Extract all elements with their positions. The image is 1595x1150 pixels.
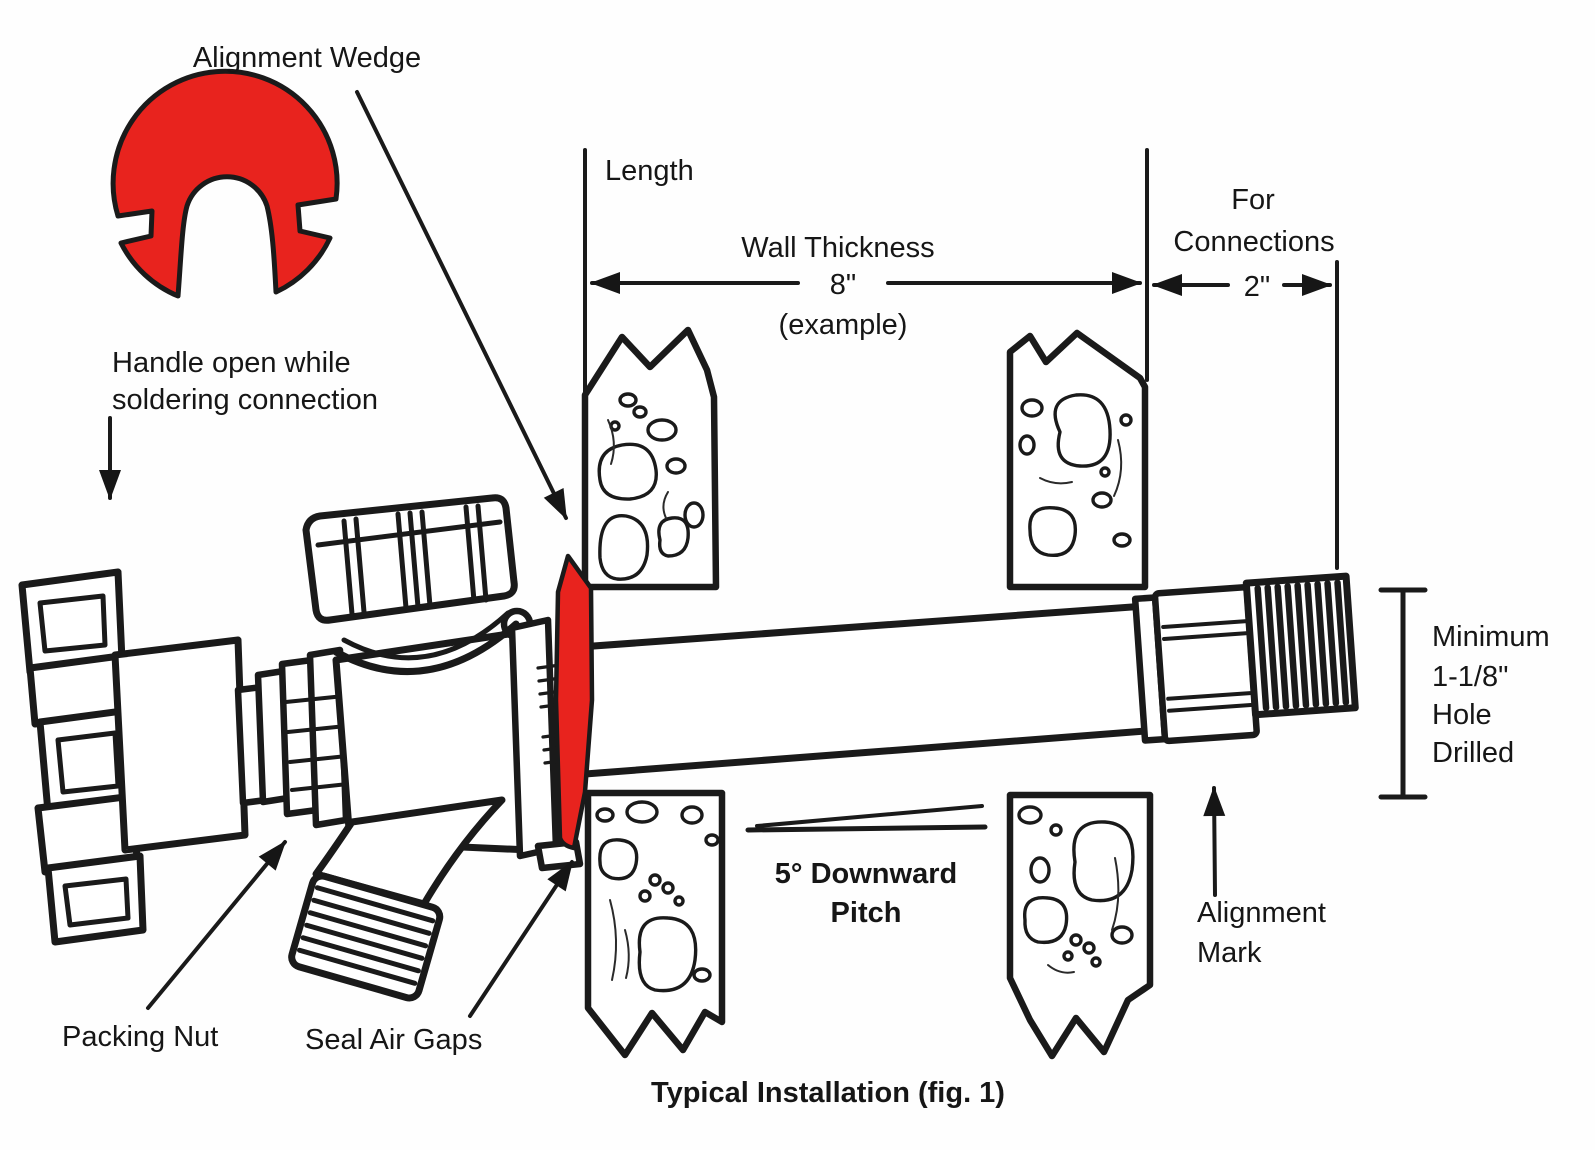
- min-hole-line2: 1-1/8": [1432, 661, 1508, 693]
- valve-dome: [332, 620, 520, 676]
- seal-air-gaps-label: Seal Air Gaps: [305, 1024, 482, 1056]
- wall-section-lower-right: [1006, 791, 1154, 1060]
- inlet-fitting: [1131, 572, 1359, 745]
- spout-neck: [312, 796, 506, 908]
- bonnet-nut: [302, 494, 518, 624]
- pitch-label-line2: Pitch: [831, 897, 902, 929]
- aggregate-texture-lower-left: [595, 800, 720, 993]
- wall-thickness-note: (example): [779, 309, 908, 341]
- handle-note-line2: soldering connection: [112, 384, 378, 416]
- alignment-mark-line1: Alignment: [1197, 897, 1326, 929]
- aggregate-texture-lower-right: [1017, 805, 1135, 974]
- wall-thickness-label: Wall Thickness: [741, 232, 934, 264]
- packing-nut-leader: [146, 840, 287, 1010]
- faucet-handle: [18, 568, 270, 946]
- packing-nut: [254, 646, 350, 829]
- wall-thickness-value: 8": [830, 269, 856, 301]
- wall-flange: [508, 616, 560, 860]
- leader-arrows: [99, 90, 1226, 1018]
- aggregate-texture-upper-right: [1018, 393, 1133, 558]
- hose-thread-spout: [288, 872, 444, 1002]
- alignment-mark-arrow: [1203, 786, 1226, 897]
- hole-size-indicator: [1378, 587, 1428, 800]
- pitch-angle-indicator: [745, 804, 988, 833]
- sillcock-valve: [18, 494, 595, 1002]
- alignment-wedge-label: Alignment Wedge: [193, 42, 421, 74]
- for-connections-line2: Connections: [1173, 226, 1334, 258]
- min-hole-line1: Minimum: [1432, 621, 1550, 653]
- aggregate-texture-upper-left: [597, 392, 705, 581]
- alignment-mark-line2: Mark: [1197, 937, 1262, 969]
- alignment-wedge-shape: [110, 68, 340, 299]
- length-label: Length: [605, 155, 694, 187]
- sillcock-tube: [562, 602, 1150, 779]
- wall-section-lower-left: [584, 789, 726, 1059]
- wall-section-upper-right: [1006, 329, 1149, 591]
- wall-section-upper-left: [581, 326, 720, 591]
- for-connections-line1: For: [1231, 184, 1275, 216]
- fitting-body: [1151, 584, 1260, 745]
- min-hole-line3: Hole: [1432, 699, 1492, 731]
- pitch-label-line1: 5° Downward: [775, 858, 957, 890]
- alignment-wedge-icon: [110, 68, 340, 299]
- alignment-wedge-leader: [355, 90, 568, 520]
- dimension-lines: [583, 148, 1428, 833]
- alignment-wedge-installed: [553, 553, 595, 851]
- male-threads: [1242, 572, 1359, 719]
- handle-hub: [111, 636, 249, 854]
- figure-title: Typical Installation (fig. 1): [651, 1077, 1005, 1109]
- handle-note-line1: Handle open while: [112, 347, 351, 379]
- packing-nut-label: Packing Nut: [62, 1021, 218, 1053]
- for-connections-value: 2": [1244, 271, 1270, 303]
- seal-air-gaps-leader: [468, 860, 574, 1018]
- min-hole-line4: Drilled: [1432, 737, 1514, 769]
